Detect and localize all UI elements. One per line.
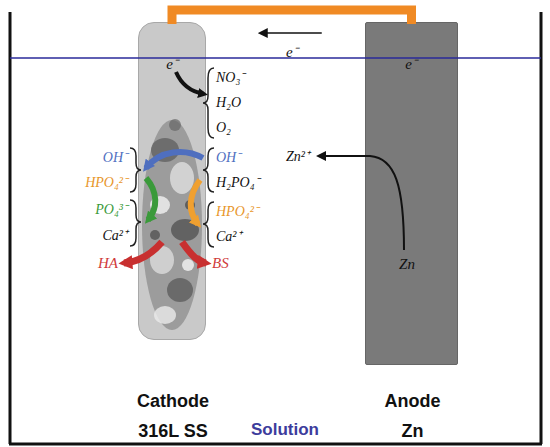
electron-label: e⁻ <box>166 56 178 72</box>
coating-texture <box>150 196 170 214</box>
ion-label: OH⁻ <box>103 150 128 166</box>
electron-flow-label: e⁻ <box>286 44 298 60</box>
coating-texture <box>185 200 195 210</box>
coating-texture <box>170 162 194 194</box>
ion-label: Ca²⁺ <box>216 229 242 245</box>
brace <box>130 148 141 192</box>
brace <box>203 202 214 247</box>
coating-texture <box>142 120 202 330</box>
reactant-label: H₂O <box>216 95 241 111</box>
coating-texture <box>150 230 160 240</box>
beaker-wall <box>540 12 543 444</box>
coating-texture <box>142 119 202 330</box>
coating-texture <box>171 219 199 241</box>
electron-label: e⁻ <box>405 56 417 72</box>
ion-label: Zn²⁺ <box>286 149 310 165</box>
product-label: BS <box>212 255 229 271</box>
solution-label: Solution <box>251 422 319 438</box>
coating-texture <box>167 278 193 302</box>
electron-transfer-arrow <box>176 72 204 94</box>
current-direction-arrow <box>262 32 322 34</box>
circuit-wire <box>172 10 412 24</box>
coating-texture <box>151 138 179 162</box>
brace <box>130 200 141 246</box>
coating-texture <box>182 259 194 271</box>
brace <box>203 148 214 192</box>
dissolution-arrow <box>320 156 404 250</box>
reaction-arrow <box>182 242 206 263</box>
ion-label: Ca²⁺ <box>102 228 128 244</box>
product-label: HA <box>98 255 118 271</box>
circuit-wire-group <box>172 10 412 33</box>
brace <box>203 68 214 138</box>
reactant-label: O₂ <box>216 120 231 136</box>
coating-texture <box>150 246 174 274</box>
solution-level <box>10 57 541 59</box>
anode-electrode: Anode Zn <box>365 22 458 365</box>
beaker-bottom <box>9 443 542 446</box>
ion-label: PO₄³⁻ <box>95 202 128 218</box>
reaction-arrow <box>191 180 200 224</box>
ion-label: OH⁻ <box>216 150 241 166</box>
reaction-arrow <box>146 152 203 168</box>
reaction-arrow <box>146 178 155 220</box>
cathode-electrode: Cathode 316L SS <box>138 22 206 340</box>
electrode-name: Anode Zn <box>381 386 445 446</box>
metal-label: Zn <box>399 256 415 272</box>
reactant-label: NO₃⁻ <box>216 70 245 86</box>
beaker-wall <box>9 12 12 444</box>
electrode-name: Cathode 316L SS <box>132 386 214 446</box>
ion-label: H₂PO₄⁻ <box>216 175 260 191</box>
reaction-arrow <box>124 242 162 263</box>
coating-texture <box>154 306 176 324</box>
coating-texture <box>169 119 181 131</box>
ion-label: HPO₄²⁻ <box>216 204 259 220</box>
ion-label: HPO₄²⁻ <box>85 175 128 191</box>
